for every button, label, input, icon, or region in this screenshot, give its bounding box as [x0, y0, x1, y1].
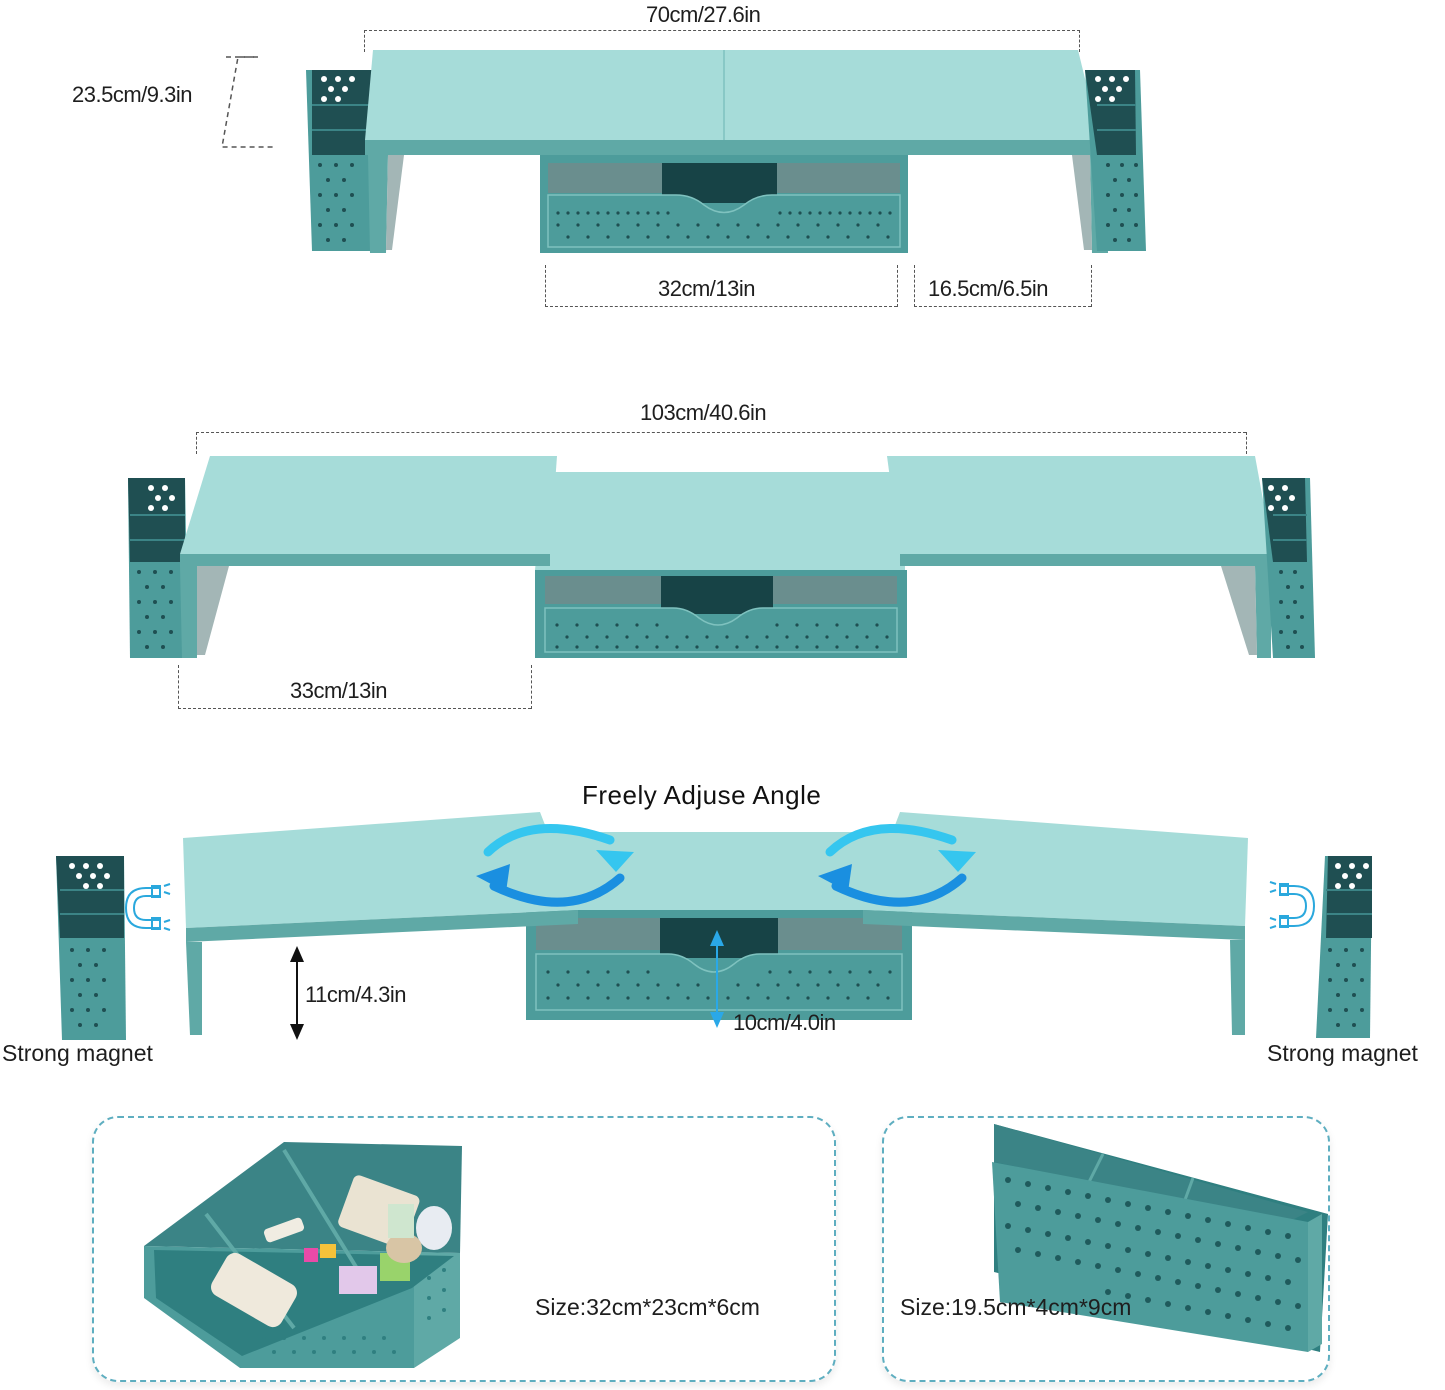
stand-height-label: 11cm/4.3in [305, 982, 406, 1007]
depth-dimension-line [221, 56, 275, 148]
drawer-height-arrow-icon [710, 930, 724, 1028]
width-dimension-line [196, 432, 1246, 433]
drawer-organizer-card: Size:32cm*23cm*6cm [92, 1116, 836, 1382]
rotate-arrows-left-icon [476, 823, 634, 907]
dimension-tick [196, 432, 197, 454]
width-dimension-line [364, 30, 1080, 31]
magnet-icon-right [1269, 881, 1316, 929]
strong-magnet-right-label: Strong magnet [1267, 1040, 1418, 1066]
dimension-tick [364, 30, 365, 52]
depth-label: 23.5cm/9.3in [72, 82, 192, 107]
height-arrow-icon [290, 946, 304, 1040]
wing-width-label: 33cm/13in [290, 678, 388, 703]
monitor-stand-extended-image [128, 456, 1315, 658]
side-dimension-line [914, 306, 1091, 307]
width-70cm-label: 70cm/27.6in [646, 2, 761, 27]
drawer-height-label: 10cm/4.0in [733, 1010, 836, 1035]
pen-holder-size-label: Size:19.5cm*4cm*9cm [900, 1294, 1132, 1320]
wing-dimension-line [178, 708, 531, 709]
side-width-label: 16.5cm/6.5in [928, 276, 1048, 301]
dimension-tick [1079, 30, 1080, 52]
rotate-arrows-right-icon [818, 823, 976, 907]
dimension-tick [897, 265, 898, 307]
dimension-tick [178, 665, 179, 709]
drawer-dimension-line [545, 306, 897, 307]
dimension-tick [545, 265, 546, 307]
dimension-tick [1091, 265, 1092, 307]
width-103cm-label: 103cm/40.6in [640, 400, 767, 425]
dimension-tick [1246, 432, 1247, 454]
drawer-width-label: 32cm/13in [658, 276, 756, 301]
pen-holder-image [992, 1124, 1328, 1352]
dimension-tick [531, 665, 532, 709]
monitor-stand-compact-image [306, 50, 1146, 253]
monitor-stand-angled-image [56, 812, 1372, 1040]
freely-adjust-angle-title: Freely Adjuse Angle [582, 780, 822, 810]
strong-magnet-left-label: Strong magnet [2, 1040, 153, 1066]
drawer-organizer-image [144, 1142, 462, 1368]
drawer-organizer-size-label: Size:32cm*23cm*6cm [535, 1294, 760, 1320]
pen-holder-card: Size:19.5cm*4cm*9cm [882, 1116, 1330, 1382]
dimension-tick [914, 265, 915, 307]
magnet-icon-left [124, 883, 171, 931]
